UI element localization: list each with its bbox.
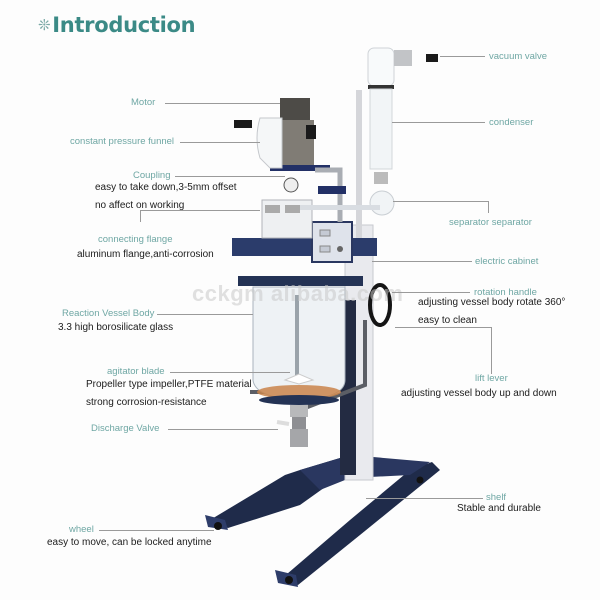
leader-line (440, 56, 485, 57)
title-text: Introduction (52, 13, 196, 37)
label-separator: separator separator (449, 217, 532, 228)
desc-coupling-1: easy to take down,3-5mm offset (95, 182, 237, 193)
desc-rotation-handle-2: easy to clean (418, 315, 477, 326)
watermark: cckgm alibaba.com (192, 281, 404, 306)
label-condenser: condenser (489, 117, 534, 128)
desc-rotation-handle-1: adjusting vessel body rotate 360° (418, 297, 566, 308)
discharge-valve (276, 405, 308, 447)
leader-line (170, 372, 290, 373)
condenser (300, 47, 438, 216)
leader-line (392, 292, 470, 293)
snowflake-icon: ❊ (38, 16, 51, 34)
reaction-vessel (232, 238, 377, 405)
label-discharge-valve: Discharge Valve (91, 423, 160, 434)
leader-line (393, 201, 488, 202)
label-lift-lever: lift lever (475, 373, 508, 384)
desc-shelf: Stable and durable (457, 503, 541, 514)
label-vacuum-valve: vacuum valve (489, 51, 548, 62)
leader-line (175, 176, 285, 177)
shelf-base (205, 455, 440, 587)
label-motor: Motor (131, 97, 156, 108)
label-shelf: shelf (486, 492, 507, 503)
leader-line (491, 327, 492, 374)
leader-line (372, 261, 472, 262)
desc-reaction-vessel-body: 3.3 high borosilicate glass (58, 322, 174, 333)
electric-cabinet (311, 221, 353, 263)
leader-line (180, 142, 260, 143)
desc-coupling-2: no affect on working (95, 200, 185, 211)
leader-line (165, 103, 280, 104)
label-rotation-handle: rotation handle (474, 287, 537, 298)
motor (270, 98, 330, 193)
support-column (340, 90, 374, 481)
leader-line (488, 201, 489, 213)
leader-line (392, 122, 485, 123)
label-constant-pressure-funnel: constant pressure funnel (70, 136, 175, 147)
desc-agitator-blade-1: Propeller type impeller,PTFE material (86, 379, 252, 390)
label-connecting-flange: connecting flange (98, 234, 173, 245)
leader-line (99, 530, 214, 531)
desc-connecting-flange: aluminum flange,anti-corrosion (77, 249, 214, 260)
desc-wheel: easy to move, can be locked anytime (47, 537, 212, 548)
leader-line (140, 210, 141, 222)
label-wheel: wheel (69, 524, 94, 535)
desc-lift-lever: adjusting vessel body up and down (401, 388, 557, 399)
desc-agitator-blade-2: strong corrosion-resistance (86, 397, 207, 408)
label-agitator-blade: agitator blade (107, 366, 165, 377)
leader-line (140, 210, 260, 211)
page-title: ❊ Introduction (38, 13, 196, 37)
leader-line (395, 327, 491, 328)
label-electric-cabinet: electric cabinet (475, 256, 539, 267)
leader-line (168, 429, 278, 430)
leader-line (157, 314, 253, 315)
label-coupling: Coupling (133, 170, 171, 181)
label-reaction-vessel-body: Reaction Vessel Body (62, 308, 155, 319)
leader-line (366, 498, 483, 499)
